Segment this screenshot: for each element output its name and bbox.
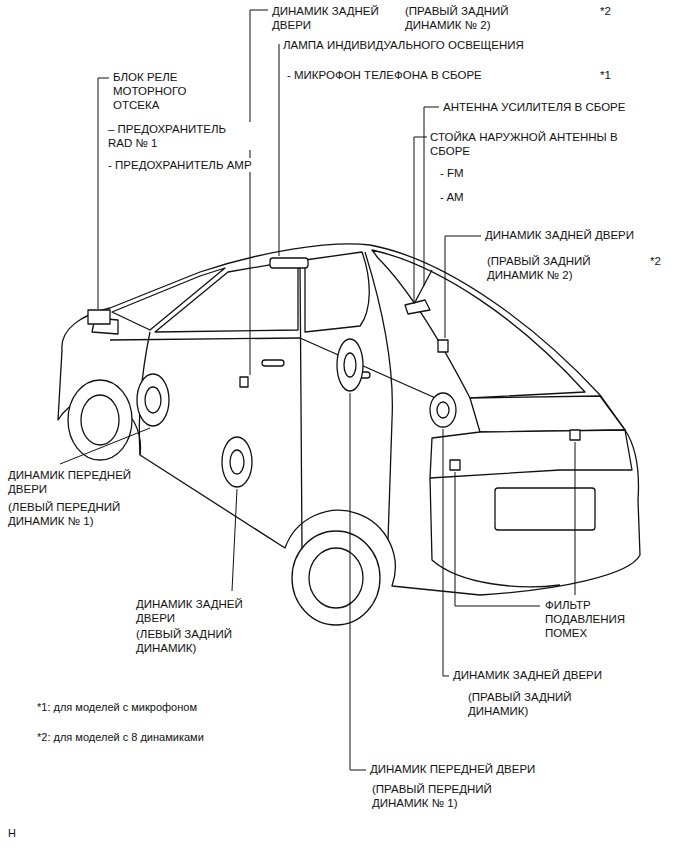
part-label: (ПРАВЫЙ ЗАДНИЙ ДИНАМИК № 2): [405, 4, 530, 32]
part-label: (ЛЕВЫЙ ЗАДНИЙ ДИНАМИК): [136, 627, 261, 655]
part-label: – ПРЕДОХРАНИТЕЛЬ RAD № 1: [108, 122, 253, 150]
part-label: - FM: [440, 166, 500, 180]
part-label: ДИНАМИК ЗАДНЕЙ ДВЕРИ: [136, 597, 261, 625]
part-label: ДИНАМИК ПЕРЕДНЕЙ ДВЕРИ: [8, 468, 148, 496]
callout-number: *2: [650, 254, 672, 268]
part-label: ДИНАМИК ПЕРЕДНЕЙ ДВЕРИ: [370, 762, 610, 776]
part-label: (ПРАВЫЙ ЗАДНИЙ ДИНАМИК): [468, 690, 593, 718]
part-label: СТОЙКА НАРУЖНОЙ АНТЕННЫ В СБОРЕ: [430, 130, 640, 158]
part-label: (ЛЕВЫЙ ПЕРЕДНИЙ ДИНАМИК № 1): [8, 500, 140, 528]
footnote: *1: для моделей с микрофоном: [37, 700, 297, 714]
leader-lines: [60, 10, 575, 770]
part-label: ДИНАМИК ЗАДНЕЙ ДВЕРИ: [272, 4, 397, 32]
part-label: - AM: [440, 190, 500, 204]
part-label: - ПРЕДОХРАНИТЕЛЬ AMP: [108, 158, 253, 172]
footnote: *2: для моделей с 8 динамиками: [37, 730, 297, 744]
page-marker: H: [8, 826, 30, 840]
part-label: ДИНАМИК ЗАДНЕЙ ДВЕРИ: [453, 668, 673, 682]
part-label: АНТЕННА УСИЛИТЕЛЯ В СБОРЕ: [443, 100, 663, 114]
part-label: - МИКРОФОН ТЕЛЕФОНА В СБОРЕ: [287, 68, 547, 82]
part-label: БЛОК РЕЛЕ МОТОРНОГО ОТСЕКА: [113, 70, 198, 112]
part-label: (ПРАВЫЙ ПЕРЕДНИЙ ДИНАМИК № 1): [372, 782, 512, 810]
part-label: ФИЛЬТР ПОДАВЛЕНИЯ ПОМЕХ: [545, 598, 637, 640]
callout-number: *2: [600, 4, 622, 18]
callout-number: *1: [600, 68, 622, 82]
part-label: (ПРАВЫЙ ЗАДНИЙ ДИНАМИК № 2): [487, 254, 612, 282]
part-label: ДИНАМИК ЗАДНЕЙ ДВЕРИ: [485, 228, 680, 242]
part-label: ЛАМПА ИНДИВИДУАЛЬНОГО ОСВЕЩЕНИЯ: [283, 38, 583, 52]
